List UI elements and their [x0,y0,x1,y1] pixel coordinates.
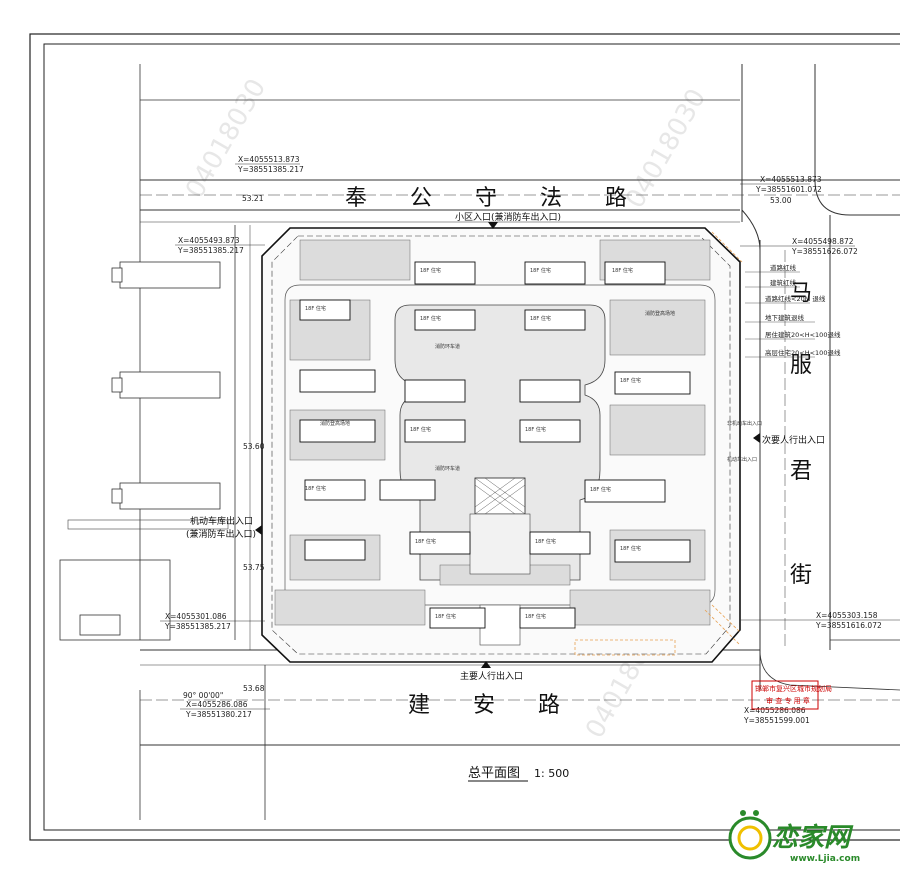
north-entrance-arrow [488,222,498,229]
brand-name: 恋家网 [772,823,854,853]
svg-text:X=4055498.872: X=4055498.872 [792,237,854,246]
brand-url: www.Ljia.com [790,854,860,864]
svg-text:道路红线: 道路红线 [770,263,797,272]
svg-text:消防环车道: 消防环车道 [435,343,460,350]
elevation-labels: 53.21 53.00 53.60 53.75 53.68 90° 00'00" [183,194,792,700]
svg-text:Y=38551599.001: Y=38551599.001 [743,716,810,725]
svg-text:53.60: 53.60 [243,442,265,451]
west-entrance-label-1: 机动车库出入口 [190,515,253,527]
svg-text:X=4055303.158: X=4055303.158 [816,611,878,620]
svg-text:18F 住宅: 18F 住宅 [410,426,431,433]
svg-text:18F 住宅: 18F 住宅 [612,267,633,274]
svg-text:消防登高场地: 消防登高场地 [320,420,350,427]
svg-text:53.68: 53.68 [243,684,265,693]
svg-text:道路红线<20M 退线: 道路红线<20M 退线 [765,294,826,303]
brand-logo: 恋家网 www.Ljia.com [728,810,860,864]
watermark-left: 04018030 [180,74,272,204]
se-corner-marking [574,231,743,656]
svg-text:X=4055286.086: X=4055286.086 [186,700,248,709]
south-entrance-arrow [481,661,491,668]
svg-text:18F 住宅: 18F 住宅 [415,538,436,545]
svg-text:18F 住宅: 18F 住宅 [305,485,326,492]
svg-text:18F 住宅: 18F 住宅 [535,538,556,545]
svg-text:Y=38551601.072: Y=38551601.072 [755,185,822,194]
east-road [741,64,900,690]
drawing-scale: 1: 500 [534,767,569,780]
north-road [140,99,900,223]
east-road-name-4: 街 [790,563,812,588]
coordinate-labels: X=4055513.873 Y=38551385.217 X=4055493.8… [160,155,900,725]
svg-text:高层住宅20<H<100退线: 高层住宅20<H<100退线 [765,348,841,357]
svg-text:Y=38551380.217: Y=38551380.217 [185,710,252,719]
west-hatched-strip [67,519,229,530]
west-entrance-label-2: (兼消防车出入口) [186,528,256,540]
svg-text:X=4055513.873: X=4055513.873 [238,155,300,164]
svg-text:X=4055513.873: X=4055513.873 [760,175,822,184]
south-entrance-label: 主要人行出入口 [460,670,523,682]
svg-text:审 查 专 用 章: 审 查 专 用 章 [766,696,810,705]
svg-text:消防环车道: 消防环车道 [435,465,460,472]
residential-buildings [299,261,691,629]
svg-text:18F 住宅: 18F 住宅 [530,267,551,274]
east-road-name-3: 君 [790,459,812,484]
svg-text:居住建筑20<H<100退线: 居住建筑20<H<100退线 [765,330,841,339]
svg-text:18F 住宅: 18F 住宅 [435,613,456,620]
svg-text:地下建筑退线: 地下建筑退线 [765,313,805,322]
central-plaza [469,477,531,646]
svg-text:建筑红线: 建筑红线 [770,278,797,287]
setback-legend: 道路红线 建筑红线 道路红线<20M 退线 地下建筑退线 居住建筑20<H<10… [727,263,841,463]
east-road-name-1: 马 [790,281,812,306]
drawing-frame [29,33,900,841]
svg-text:消防登高场地: 消防登高场地 [645,310,675,317]
snail-icon [728,816,772,860]
west-existing-buildings [59,261,221,641]
svg-text:53.00: 53.00 [770,196,792,205]
west-road [139,64,251,650]
svg-text:邯郸市复兴区城市规划局: 邯郸市复兴区城市规划局 [755,684,832,693]
svg-text:18F 住宅: 18F 住宅 [530,315,551,322]
svg-text:非机动车出入口: 非机动车出入口 [727,420,762,427]
svg-text:X=4055286.086: X=4055286.086 [744,706,806,715]
svg-text:X=4055301.086: X=4055301.086 [165,612,227,621]
east-entrance-arrow [753,433,760,443]
approval-stamp: 邯郸市复兴区城市规划局 审 查 专 用 章 [751,680,832,710]
drawing-title: 总平面图 [468,766,520,781]
svg-text:X=4055493.873: X=4055493.873 [178,236,240,245]
svg-text:18F 住宅: 18F 住宅 [590,486,611,493]
south-road-name: 建 安 路 [408,693,578,718]
svg-text:Y=38551385.217: Y=38551385.217 [237,165,304,174]
svg-text:18F 住宅: 18F 住宅 [620,377,641,384]
svg-text:18F 住宅: 18F 住宅 [420,267,441,274]
east-road-name-2: 服 [790,353,812,378]
svg-text:18F 住宅: 18F 住宅 [525,426,546,433]
svg-text:18F 住宅: 18F 住宅 [305,305,326,312]
north-road-name: 奉 公 守 法 路 [345,186,645,211]
svg-text:18F 住宅: 18F 住宅 [620,545,641,552]
svg-text:18F 住宅: 18F 住宅 [525,613,546,620]
svg-text:Y=38551626.072: Y=38551626.072 [791,247,858,256]
svg-text:18F 住宅: 18F 住宅 [420,315,441,322]
svg-text:90° 00'00": 90° 00'00" [183,691,223,700]
svg-text:53.21: 53.21 [242,194,264,203]
svg-text:53.75: 53.75 [243,563,265,572]
svg-text:Y=38551385.217: Y=38551385.217 [177,246,244,255]
svg-text:Y=38551385.217: Y=38551385.217 [164,622,231,631]
central-courtyard [394,304,606,581]
west-entrance-arrow [255,525,262,535]
north-entrance-label: 小区入口(兼消防车出入口) [455,211,561,223]
drawing-inner-frame [43,43,900,831]
svg-text:机动车出入口: 机动车出入口 [727,456,757,463]
building-tags: 18F 住宅 18F 住宅 18F 住宅 18F 住宅 18F 住宅 18F 住… [305,267,675,620]
svg-text:Y=38551616.072: Y=38551616.072 [815,621,882,630]
east-entrance-label: 次要人行出入口 [762,434,825,446]
